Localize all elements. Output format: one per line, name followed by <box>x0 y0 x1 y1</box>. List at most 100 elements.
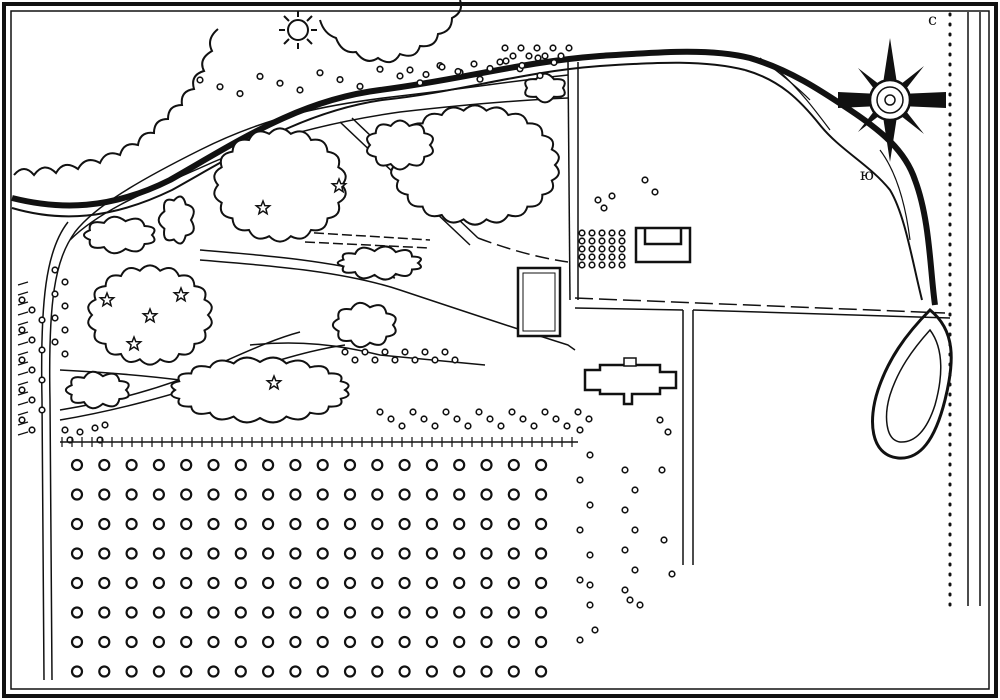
orchard-tree <box>316 488 329 501</box>
tree-dot <box>608 261 616 269</box>
tree-dot <box>396 72 404 80</box>
compass-north-label: с <box>928 10 937 29</box>
orchard-tree <box>343 488 357 501</box>
tree-dot <box>578 229 586 237</box>
tree-dot <box>536 71 544 80</box>
tree-dot <box>38 346 46 354</box>
tree-dot <box>420 415 428 423</box>
tree-dot <box>608 192 616 200</box>
fence-post <box>17 431 29 436</box>
orchard-tree <box>98 517 111 531</box>
tree-dot <box>18 386 26 394</box>
tree-dot <box>578 245 586 253</box>
orchard-tree <box>152 576 165 590</box>
orchard-tree <box>207 635 220 649</box>
tree-dot <box>236 89 244 98</box>
orchard-tree <box>98 488 111 501</box>
tree-dot <box>351 356 359 364</box>
forest-clump <box>213 127 347 243</box>
orchard-tree <box>371 576 384 590</box>
forest-clump <box>64 370 130 410</box>
fence-post <box>17 421 29 426</box>
tree-dot <box>51 314 59 322</box>
orchard-tree <box>507 547 520 560</box>
orchard-tree <box>262 547 275 560</box>
tree-dot <box>38 316 46 324</box>
orchard-tree <box>507 665 520 678</box>
orchard-tree <box>425 635 438 649</box>
tree-dot <box>486 64 494 73</box>
tree-dot <box>598 229 606 237</box>
tree-dot <box>376 408 384 416</box>
orchard-tree <box>98 458 111 472</box>
orchard-tree <box>70 517 84 531</box>
orchard-tree <box>70 547 84 560</box>
tree-dot <box>530 422 538 430</box>
tree-dot <box>576 426 584 434</box>
tree-dot <box>438 63 446 71</box>
tree-dot <box>586 551 594 559</box>
orchard-tree <box>70 488 84 501</box>
tree-dot <box>598 253 606 261</box>
tree-dot <box>588 229 596 237</box>
tree-dot <box>588 245 596 253</box>
orchard-tree <box>480 547 493 560</box>
orchard-tree <box>180 576 193 590</box>
tree-dot <box>451 356 459 364</box>
fence-post <box>17 371 29 376</box>
orchard-tree <box>125 576 138 590</box>
orchard-tree <box>534 547 548 560</box>
tree-dot <box>608 245 616 253</box>
tree-dot <box>91 424 99 432</box>
orchard-tree <box>207 665 220 678</box>
orchard-tree <box>70 576 84 590</box>
fence-post <box>17 341 29 346</box>
orchard-tree <box>234 576 247 590</box>
tree-dot <box>618 237 626 245</box>
orchard-tree <box>316 635 329 649</box>
fence-post <box>17 281 29 286</box>
tree-dot <box>296 86 304 94</box>
tree-dot <box>541 408 549 416</box>
orchard-tree <box>453 635 466 649</box>
orchard-tree <box>343 547 357 560</box>
tree-dot <box>618 229 626 237</box>
orchard-tree <box>152 606 165 619</box>
orchard-tree <box>425 547 438 560</box>
orchard-tree <box>371 606 384 619</box>
tree-dot <box>508 408 516 416</box>
tree-dot <box>621 506 629 514</box>
orchard-tree <box>480 517 493 531</box>
tree-dot <box>668 570 676 578</box>
fence-post <box>17 351 29 356</box>
forest-clump <box>82 215 156 255</box>
tree-dot <box>387 415 395 423</box>
orchard-tree <box>534 635 548 649</box>
orchard-tree <box>180 458 193 472</box>
tree-dot <box>631 566 639 574</box>
orchard-tree <box>316 458 329 472</box>
orchard-tree <box>507 576 520 590</box>
tree-dot <box>422 70 430 79</box>
tree-dot <box>18 296 26 304</box>
tree-dot <box>621 546 629 554</box>
tree-dot <box>509 52 517 60</box>
tree-dot <box>196 76 204 84</box>
tree-dots <box>18 44 676 644</box>
orchard-tree <box>398 517 411 531</box>
orchard-tree <box>453 458 466 472</box>
tree-dot <box>636 601 644 609</box>
tree-dot <box>517 44 525 52</box>
orchard-tree <box>480 606 493 619</box>
star-tree <box>172 285 190 303</box>
tree-dot <box>256 72 264 80</box>
tree-dot <box>550 58 558 67</box>
orchard-tree <box>534 665 548 678</box>
orchard-tree <box>152 517 165 531</box>
tree-dot <box>28 396 36 404</box>
orchard-tree <box>507 458 520 472</box>
fence-post <box>17 321 29 326</box>
tree-dot <box>658 466 666 474</box>
orchard-tree <box>398 458 411 472</box>
forest-clump <box>170 356 350 424</box>
